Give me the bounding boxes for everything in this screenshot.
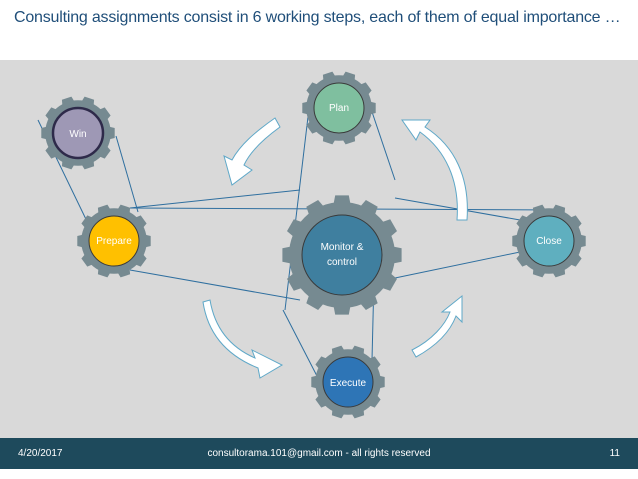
- gear-label-monitor-line1: Monitor &: [321, 242, 364, 253]
- footer-copyright: consultorama.101@gmail.com - all rights …: [207, 448, 431, 459]
- gear-close: [512, 204, 586, 278]
- connector-line: [129, 269, 301, 301]
- gear-label-monitor-line2: control: [327, 257, 357, 268]
- connector-line: [115, 135, 139, 213]
- gear-execute: [311, 345, 385, 419]
- connector-line: [284, 99, 311, 311]
- connector-line: [129, 189, 301, 209]
- diagram-area: Win Prepare Plan Monitor & control Execu…: [0, 60, 638, 438]
- gear-hub: [88, 215, 140, 267]
- gear-label-prepare: Prepare: [96, 236, 132, 247]
- gear-monitor: [282, 195, 402, 315]
- slide-title: Consulting assignments consist in 6 work…: [14, 9, 621, 26]
- arrow-plan-to-prepare: [223, 117, 281, 186]
- gear-label-win: Win: [69, 129, 86, 140]
- cycle-arrows: [202, 117, 468, 379]
- arrow-execute-to-close: [411, 294, 463, 358]
- gear-label-close: Close: [536, 236, 562, 247]
- bottom-strip: [0, 469, 638, 479]
- footer-date: 4/20/2017: [18, 448, 63, 459]
- gear-label-execute: Execute: [330, 378, 367, 389]
- gear-plan: [302, 71, 376, 145]
- slide-footer: 4/20/2017 consultorama.101@gmail.com - a…: [0, 438, 638, 469]
- arrow-close-to-plan: [401, 119, 468, 221]
- connector-line: [282, 309, 319, 379]
- gears: [41, 71, 586, 419]
- connector-line: [394, 251, 521, 279]
- gear-win: [41, 96, 115, 170]
- gear-hub: [313, 82, 365, 134]
- gear-label-plan: Plan: [329, 103, 349, 114]
- gear-prepare: [77, 204, 151, 278]
- arrow-prepare-to-execute: [202, 299, 284, 379]
- gear-hub: [322, 356, 374, 408]
- gear-hub: [301, 214, 383, 296]
- gear-hub: [523, 215, 575, 267]
- footer-page-number: 11: [609, 448, 620, 459]
- gear-hub: [51, 106, 105, 160]
